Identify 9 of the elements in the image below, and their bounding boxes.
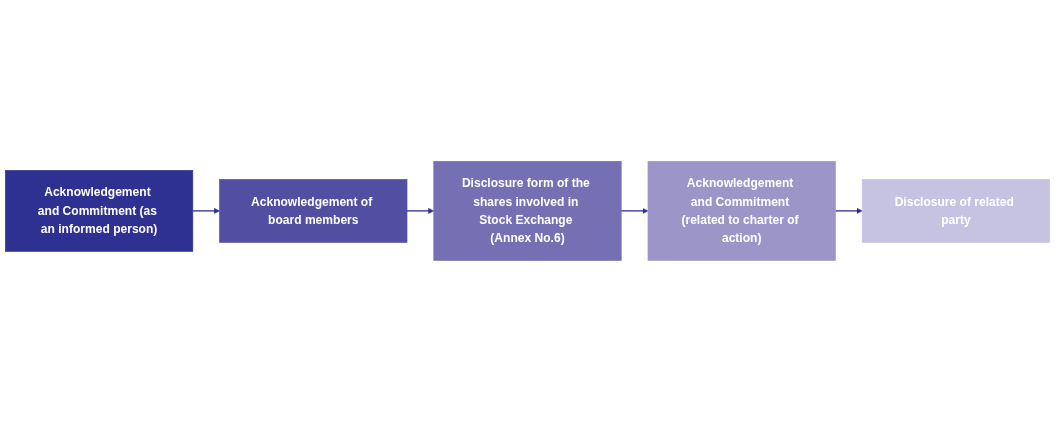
node-box: Disclosure form of the shares involved in Stock Exchange (Annex No.6) xyxy=(433,161,622,261)
node-box: Disclosure of related party xyxy=(861,179,1050,243)
node-box: Acknowledgement of board members xyxy=(219,179,408,243)
node-box: Acknowledgement and Commitment (as an informed person) xyxy=(5,170,194,252)
node-box: Acknowledgement and Commitment (related to charter of action) xyxy=(647,161,836,261)
arrow xyxy=(192,208,220,214)
arrow xyxy=(406,208,435,214)
arrow xyxy=(620,208,649,214)
arrow xyxy=(834,208,863,214)
